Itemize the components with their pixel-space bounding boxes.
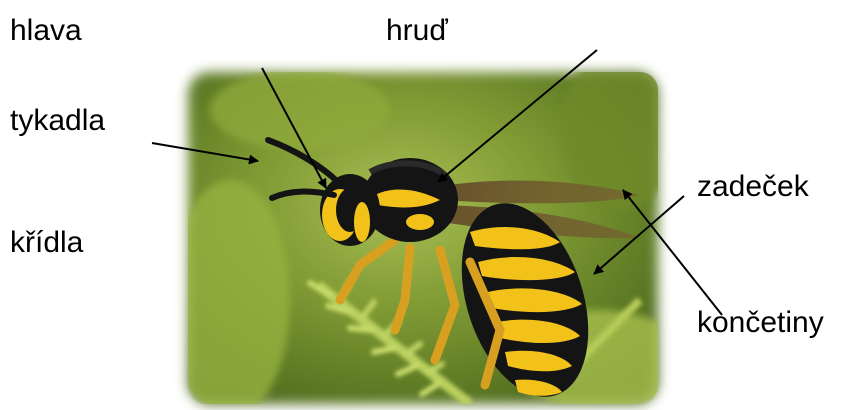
arrow-hlava xyxy=(262,68,326,188)
arrow-koncetiny xyxy=(623,190,722,315)
label-hlava: hlava xyxy=(10,16,82,46)
arrow-tykadla xyxy=(152,143,258,161)
arrow-zadecek xyxy=(594,196,684,274)
label-tykadla: tykadla xyxy=(10,106,105,136)
label-zadecek: zadeček xyxy=(697,172,809,202)
label-kridla: křídla xyxy=(10,228,83,258)
label-hrud: hruď xyxy=(386,16,448,46)
arrow-hrud xyxy=(438,50,597,182)
label-koncetiny: končetiny xyxy=(697,308,824,338)
